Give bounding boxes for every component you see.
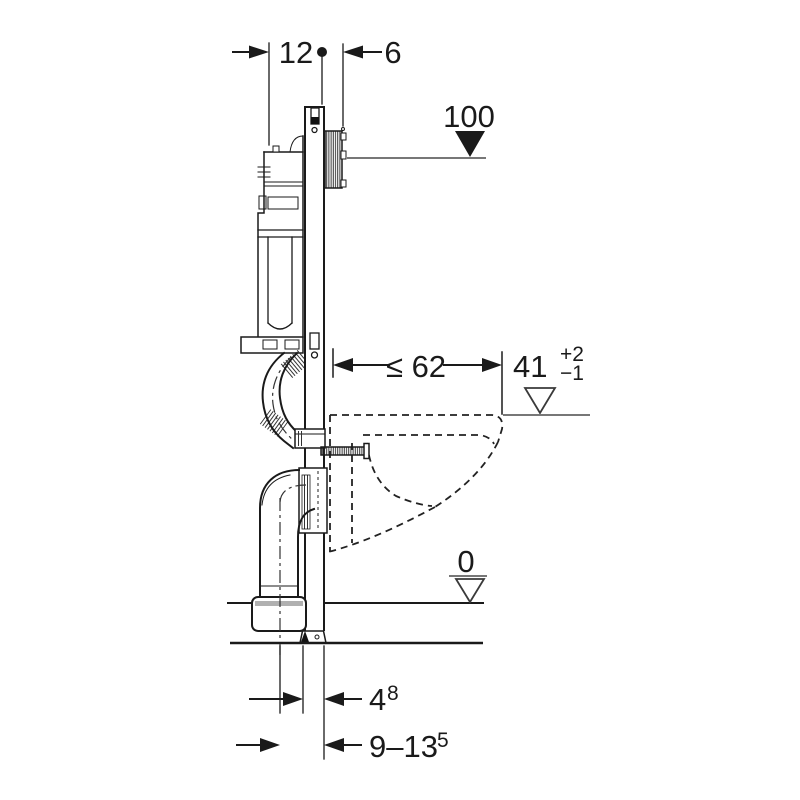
cistern-side-nub bbox=[258, 195, 267, 210]
pan-top-edge bbox=[330, 414, 504, 443]
arrow-right-icon bbox=[260, 738, 280, 752]
drain-centerline-arc bbox=[279, 484, 307, 503]
bracket-body bbox=[324, 130, 343, 189]
pan-inner-bowl-line bbox=[366, 442, 433, 507]
cistern-cap-lip bbox=[272, 145, 280, 153]
drain-elbow bbox=[251, 468, 316, 658]
level-marker-41: 41 +2 −1 bbox=[503, 343, 590, 416]
dimension-bottom: 4 8 9–13 5 bbox=[236, 645, 449, 764]
arrow-left-icon bbox=[343, 45, 363, 59]
bottom-cap-clip bbox=[284, 339, 300, 350]
dim-outlet-superscript: 8 bbox=[387, 682, 399, 705]
level-0-label: 0 bbox=[457, 544, 474, 579]
dimension-top: 12 6 bbox=[232, 35, 402, 146]
arrow-right-icon bbox=[249, 45, 269, 59]
cistern-bottom-cap bbox=[240, 336, 304, 354]
rail-clip-hole bbox=[310, 351, 319, 359]
pan-bottom-edge bbox=[327, 506, 436, 553]
arrow-right-icon bbox=[482, 358, 502, 372]
dim-outlet-range-label: 9–13 bbox=[369, 729, 438, 764]
arrow-right-icon bbox=[283, 692, 303, 706]
flush-tube-bottom-arc bbox=[267, 322, 293, 330]
drain-socket-band bbox=[255, 601, 303, 606]
connector-seal bbox=[301, 474, 311, 530]
level-marker-open-icon bbox=[454, 578, 486, 604]
flush-bend-pipe bbox=[259, 349, 310, 450]
rail-clip bbox=[309, 332, 320, 350]
elbow-outer bbox=[259, 468, 301, 598]
arrow-left-icon bbox=[324, 738, 344, 752]
wall-mounting-bracket bbox=[324, 127, 347, 189]
dim-dot-icon bbox=[317, 47, 327, 57]
level-marker-filled-icon bbox=[455, 131, 485, 157]
frame-rail bbox=[304, 106, 325, 631]
foot-bolt bbox=[314, 634, 320, 640]
rail-profile bbox=[304, 106, 325, 631]
threaded-rod bbox=[320, 442, 370, 460]
dim-outlet-label: 4 bbox=[369, 682, 386, 717]
floor-lines bbox=[227, 602, 484, 645]
arrow-left-icon bbox=[333, 358, 353, 372]
bracket-bolt bbox=[340, 150, 347, 160]
flush-valve-body bbox=[267, 196, 299, 210]
dim-12-label: 12 bbox=[279, 35, 313, 70]
pan-front-edge bbox=[434, 441, 499, 508]
concealed-cistern bbox=[240, 135, 304, 354]
level-100-label: 100 bbox=[443, 99, 495, 134]
level-41-tolerance-plus: +2 bbox=[560, 343, 584, 366]
level-41-label: 41 bbox=[513, 349, 547, 384]
flush-bend-seal-upper bbox=[280, 349, 310, 379]
level-marker-100: 100 bbox=[347, 99, 495, 159]
elbow-inner bbox=[297, 507, 316, 598]
inlet-stub-seal bbox=[297, 431, 303, 446]
frame-foot bbox=[299, 630, 327, 644]
rod-thread bbox=[320, 446, 367, 456]
rail-top-hole bbox=[311, 126, 318, 134]
elbow-inner-arc bbox=[261, 474, 291, 506]
bracket-pin bbox=[341, 127, 345, 131]
bottom-cap-clip bbox=[262, 339, 278, 350]
level-41-tolerance-minus: −1 bbox=[560, 362, 584, 385]
pan-seat-line bbox=[363, 434, 495, 445]
cistern-left-edge bbox=[257, 151, 265, 338]
outlet-connector bbox=[298, 467, 328, 534]
level-marker-0: 0 bbox=[449, 544, 487, 604]
pan-inlet-stub bbox=[294, 428, 326, 449]
dim-depth-label: ≤ 62 bbox=[386, 349, 446, 384]
dimension-depth: ≤ 62 bbox=[332, 348, 503, 415]
foot-wedge bbox=[301, 631, 309, 642]
flush-bend-inner bbox=[278, 351, 306, 441]
bracket-bolt bbox=[340, 179, 347, 188]
flush-bend-outer bbox=[261, 351, 295, 450]
dim-6-label: 6 bbox=[384, 35, 401, 70]
cistern-cap-curve bbox=[289, 135, 304, 153]
arrow-left-icon bbox=[324, 692, 344, 706]
level-marker-open-icon bbox=[523, 387, 557, 415]
flush-bend-centerline bbox=[271, 356, 295, 442]
dim-outlet-range-superscript: 5 bbox=[437, 729, 449, 752]
rail-top-slot-fill bbox=[311, 117, 319, 124]
bracket-bolt bbox=[340, 132, 347, 141]
rod-end-cap bbox=[363, 442, 370, 460]
wc-pan-dashed-outline bbox=[327, 414, 504, 553]
